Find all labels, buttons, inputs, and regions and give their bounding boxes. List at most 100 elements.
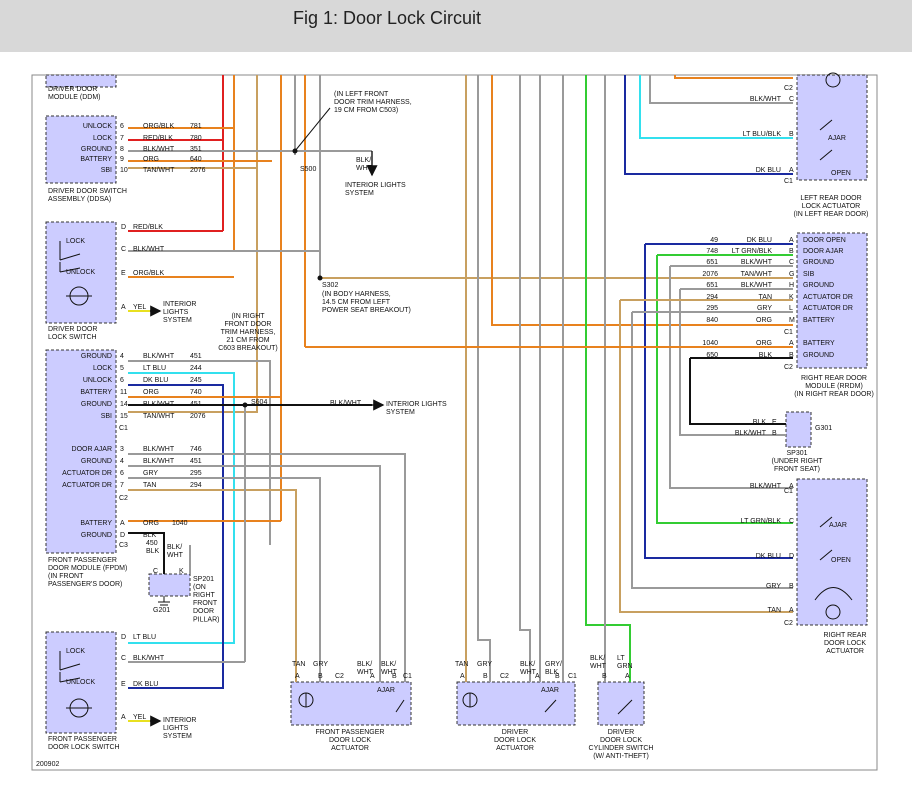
fpla-pin: B <box>392 673 397 680</box>
fpdm-c2-wire-color: GRY <box>143 470 158 477</box>
dls-wire-color: BLK/WHT <box>133 246 165 253</box>
rrla-pin: D <box>789 553 794 560</box>
s302-dot <box>317 275 323 281</box>
rrla-c2-label: C2 <box>784 620 793 627</box>
fpdm-box <box>45 349 117 554</box>
rrdm-c1-pin: B <box>789 248 794 255</box>
rrdm-c1-wire-color: ORG <box>756 317 772 324</box>
dls-pin: E <box>121 270 126 277</box>
dla-wire-color: GRY/BLK <box>545 661 562 676</box>
rrdm-c1-pin: K <box>789 294 794 301</box>
ddsa-pin-number: 9 <box>120 156 124 163</box>
fpls-switch <box>59 651 92 718</box>
sp301-pin: B <box>772 430 777 437</box>
fpdm-c1-circuit: 451 <box>190 401 202 408</box>
fpla-pin: C1 <box>403 673 412 680</box>
rrdm-c1-wire-color: TAN/WHT <box>741 271 773 278</box>
s604-label: S604 <box>251 399 267 406</box>
s500-leader <box>294 107 331 152</box>
ddsa-circuit: 2076 <box>190 167 206 174</box>
ddm-box <box>45 74 117 88</box>
rrdm-c2-wire-color: ORG <box>756 340 772 347</box>
fpls-pin: D <box>121 634 126 641</box>
fpdm-c1-pin-name: LOCK <box>93 365 112 372</box>
fpdm-c2-circuit: 746 <box>190 446 202 453</box>
fpdm-c3-pin-name: GROUND <box>81 532 112 539</box>
fpdm-c2-wire-color: BLK/WHT <box>143 458 175 465</box>
fpdm-c2-circuit: 451 <box>190 458 202 465</box>
lrla-open-label: OPEN <box>831 170 851 177</box>
fpdm-c2-pin-name: DOOR AJAR <box>72 446 112 453</box>
fpdm-c2-pin: 7 <box>120 482 124 489</box>
dla-ajar-label: AJAR <box>541 687 559 694</box>
rrdm-c1-pin-name: GROUND <box>803 259 834 266</box>
rrdm-c1-pin-name: GROUND <box>803 282 834 289</box>
rrdm-c1-wire-color: TAN <box>759 294 772 301</box>
lrla-wire-color: DK BLU <box>756 167 781 174</box>
ddsa-pin-number: 8 <box>120 146 124 153</box>
fpdm-c3-label: C3 <box>119 542 128 549</box>
dls-lock-label: LOCK <box>66 238 85 245</box>
sp201-pin-k: K <box>179 568 184 575</box>
rrdm-c1-wire-color: BLK/WHT <box>741 259 773 266</box>
ddsa-circuit: 351 <box>190 146 202 153</box>
fpdm-c1-pin-name: GROUND <box>81 353 112 360</box>
ddsa-circuit: 780 <box>190 135 202 142</box>
fpdm-c2-circuit: 294 <box>190 482 202 489</box>
fpdm-c2-wire-color: TAN <box>143 482 156 489</box>
fpla-wire-color: GRY <box>313 661 328 668</box>
fpdm-c1-pin: 4 <box>120 353 124 360</box>
ddsa-pin-number: 7 <box>120 135 124 142</box>
ajar-switches <box>395 119 833 715</box>
fpls-pin: A <box>121 714 126 721</box>
sp201-box <box>148 573 191 597</box>
dla-pin: C2 <box>500 673 509 680</box>
top-interior-wire: BLK/WHT <box>356 157 373 172</box>
dls-switch <box>59 241 92 306</box>
rrdm-c1-pin: A <box>789 237 794 244</box>
mid-interior-wire: BLK/WHT <box>330 400 362 407</box>
fpdm-c1-circuit: 245 <box>190 377 202 384</box>
dlcs-pin-a: A <box>625 673 630 680</box>
rrdm-c2-circuit: 1040 <box>702 340 718 347</box>
rrdm-c1-wire-color: DK BLU <box>747 237 772 244</box>
ddsa-box <box>45 115 117 184</box>
fpdm-c1-wire-color: BLK/WHT <box>143 353 175 360</box>
rrdm-c1-pin: G <box>789 271 794 278</box>
fpdm-c1-pin: 6 <box>120 377 124 384</box>
lrla-pin: B <box>789 131 794 138</box>
rrdm-c1-pin: L <box>789 305 793 312</box>
fpdm-c1-pin-name: GROUND <box>81 401 112 408</box>
s500-label: S500 <box>300 166 316 173</box>
g301-label: G301 <box>815 425 832 432</box>
fpdm-c3-wire-color: ORG <box>143 520 159 527</box>
rrdm-c1-circuit: 651 <box>706 259 718 266</box>
dla-pin: C1 <box>568 673 577 680</box>
dls-wire-color: YEL <box>133 304 146 311</box>
rrdm-c1-circuit: 294 <box>706 294 718 301</box>
ddsa-pin-name: LOCK <box>93 135 112 142</box>
dlcs-box <box>597 681 645 726</box>
ddsa-pin-name: UNLOCK <box>83 123 113 130</box>
fpdm-c1-pin: 15 <box>120 413 128 420</box>
rrla-pin: B <box>789 583 794 590</box>
ddsa-pin-name: GROUND <box>81 146 112 153</box>
page-title: Fig 1: Door Lock Circuit <box>293 8 482 28</box>
fpdm-c3-wire-blkwht: BLK/WHT <box>167 544 184 559</box>
fpdm-c3-wire-color: BLK <box>143 532 157 539</box>
fpdm-c1-wire-color: ORG <box>143 389 159 396</box>
rrdm-c1-circuit: 651 <box>706 282 718 289</box>
lrla-c2-label: C2 <box>784 85 793 92</box>
lrla-ajar-label: AJAR <box>828 135 846 142</box>
dls-box <box>45 221 117 324</box>
fpla-wire-color: BLK/WHT <box>357 661 374 676</box>
